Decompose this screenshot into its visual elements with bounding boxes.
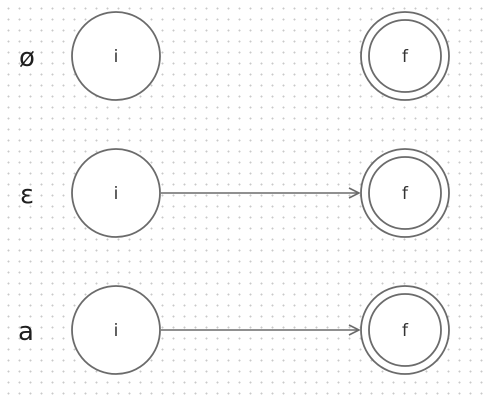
start-state[interactable]: i: [71, 285, 161, 375]
row-symbol-a-label: a: [18, 317, 34, 347]
start-state[interactable]: i: [71, 11, 161, 101]
row-empty-set: ø i f: [19, 11, 450, 101]
row-symbol-empty-set: ø: [19, 43, 35, 73]
start-state[interactable]: i: [71, 148, 161, 238]
start-state-label: i: [114, 321, 119, 341]
row-symbol-a: a i f: [18, 285, 450, 375]
start-state-label: i: [114, 47, 119, 67]
accept-state-label: f: [402, 184, 409, 204]
accept-state[interactable]: f: [360, 148, 450, 238]
accept-state[interactable]: f: [360, 11, 450, 101]
accept-state[interactable]: f: [360, 285, 450, 375]
accept-state-label: f: [402, 47, 409, 67]
start-state-label: i: [114, 184, 119, 204]
accept-state-label: f: [402, 321, 409, 341]
row-epsilon: ε i f: [20, 148, 450, 238]
row-symbol-epsilon: ε: [20, 180, 34, 210]
